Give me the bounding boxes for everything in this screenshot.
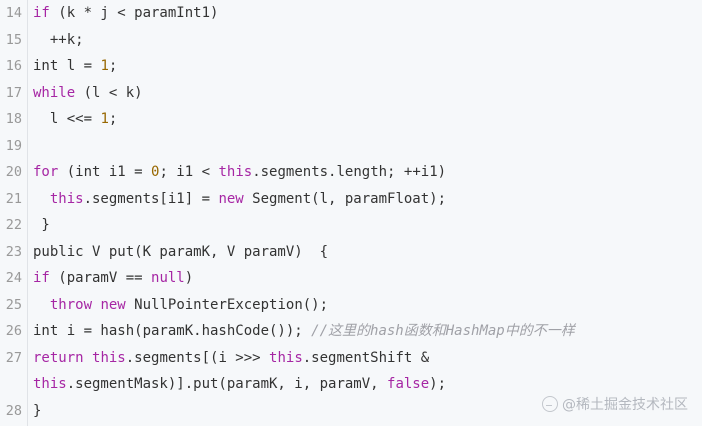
line-number: 17 xyxy=(5,84,22,101)
code-token: ); xyxy=(429,376,447,392)
code-token: public V put(K paramK, V paramV) { xyxy=(33,243,329,260)
line-number: 28 xyxy=(5,402,22,419)
line-number: 15 xyxy=(5,31,22,48)
code-token: int i = hash(paramK.hashCode()); xyxy=(33,323,312,339)
code-token: Segment(l, paramFloat); xyxy=(243,190,447,207)
line-number: 18 xyxy=(5,111,22,127)
code-token: this xyxy=(49,190,84,207)
line-number: 23 xyxy=(5,243,22,260)
code-text: } xyxy=(33,398,41,424)
code-token: ; xyxy=(108,111,118,127)
code-text: this.segmentMask)].put(paramK, i, paramV… xyxy=(33,371,446,397)
line-number: 14 xyxy=(5,5,22,21)
code-token: for xyxy=(33,164,59,180)
code-text: return this.segments[(i >>> this.segment… xyxy=(33,345,429,371)
code-text: throw new NullPointerException(); xyxy=(33,292,328,318)
code-token: (int i1 = xyxy=(58,164,152,180)
code-token: //这里的hash函数和HashMap中的不一样 xyxy=(311,323,575,339)
code-token: l <<= xyxy=(33,111,101,127)
code-token: .segments[(i >>> xyxy=(125,349,270,366)
code-token: this xyxy=(92,349,126,366)
line-number: 21 xyxy=(5,190,22,207)
code-token: this xyxy=(218,164,253,180)
code-token: this xyxy=(33,376,67,392)
code-token: return xyxy=(33,349,84,366)
code-text: for (int i1 = 0; i1 < this.segments.leng… xyxy=(33,159,446,185)
code-token: 0 xyxy=(151,164,160,180)
line-number: 26 xyxy=(5,323,22,339)
code-token: new xyxy=(100,296,126,313)
code-token: if xyxy=(33,270,50,286)
line-number: 22 xyxy=(5,217,22,233)
line-number: 25 xyxy=(5,296,22,313)
code-token xyxy=(33,297,50,313)
code-token: null xyxy=(151,270,185,286)
code-token: false xyxy=(387,376,430,392)
code-token: } xyxy=(33,217,50,233)
code-token: 1 xyxy=(100,111,109,127)
code-token: ; i1 < xyxy=(159,164,219,180)
code-text: public V put(K paramK, V paramV) { xyxy=(33,239,328,265)
line-number-gutter xyxy=(0,0,28,426)
code-token: (k * j < paramInt1) xyxy=(49,5,219,21)
code-text: if (k * j < paramInt1) xyxy=(33,0,218,26)
code-token xyxy=(84,350,92,366)
code-text: int i = hash(paramK.hashCode()); //这里的ha… xyxy=(33,318,575,344)
watermark-text: @稀土掘金技术社区 xyxy=(562,397,688,413)
code-token: .segments.length; ++i1) xyxy=(252,164,447,180)
code-token: throw xyxy=(49,296,93,313)
line-number: 19 xyxy=(5,137,22,154)
line-number: 24 xyxy=(5,270,22,286)
code-token: ; xyxy=(108,58,118,74)
code-token: while xyxy=(33,84,76,101)
code-token: .segmentShift & xyxy=(302,349,430,366)
watermark: @稀土掘金技术社区 xyxy=(542,394,688,414)
code-text: while (l < k) xyxy=(33,80,143,106)
code-token: new xyxy=(218,190,244,207)
code-token: .segmentMask)].put(paramK, i, paramV, xyxy=(66,376,388,392)
code-token: } xyxy=(33,402,42,419)
code-token: this xyxy=(269,349,303,366)
code-token: ) xyxy=(184,270,194,286)
code-text: l <<= 1; xyxy=(33,106,117,132)
juejin-logo-icon xyxy=(542,396,558,412)
code-token: (l < k) xyxy=(75,84,143,101)
code-token: (paramV == xyxy=(49,270,152,286)
code-token: int l = xyxy=(33,58,101,74)
line-number: 20 xyxy=(5,164,22,180)
code-token: if xyxy=(33,5,50,21)
code-text: int l = 1; xyxy=(33,53,117,79)
code-text: ++k; xyxy=(33,27,84,53)
code-token xyxy=(33,191,50,207)
code-text: } xyxy=(33,212,50,238)
line-number: 27 xyxy=(5,349,22,366)
code-token: NullPointerException(); xyxy=(125,296,329,313)
code-token: ++k; xyxy=(33,31,84,48)
code-text: if (paramV == null) xyxy=(33,265,193,291)
code-token: 1 xyxy=(100,58,109,74)
line-number: 16 xyxy=(5,58,22,74)
code-token: .segments[i1] = xyxy=(83,190,219,207)
code-text: this.segments[i1] = new Segment(l, param… xyxy=(33,186,446,212)
